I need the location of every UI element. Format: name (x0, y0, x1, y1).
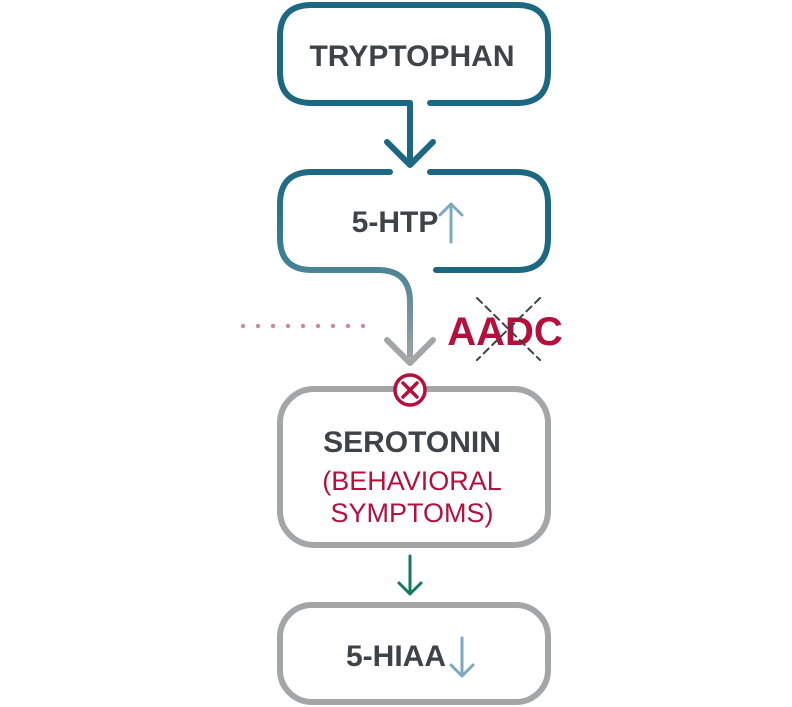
hiaa-label: 5-HIAA (346, 640, 446, 673)
htp-box (277, 169, 413, 358)
down-arrow-icon (449, 636, 475, 678)
serotonin-label: SEROTONIN (323, 426, 501, 459)
blocked-circle-icon (393, 373, 427, 407)
dotted-connector (240, 323, 366, 329)
up-arrow-icon (438, 202, 464, 244)
arrow-tryptophan-to-htp (384, 100, 436, 168)
arrow-htp-to-serotonin (384, 337, 436, 366)
htp-label: 5-HTP (352, 206, 439, 239)
tryptophan-label: TRYPTOPHAN (309, 40, 514, 73)
hiaa-box (277, 602, 551, 705)
serotonin-note-line1: (BEHAVIORAL (322, 466, 502, 496)
htp-box-right (427, 169, 551, 273)
tryptophan-box (277, 2, 551, 106)
blocked-cross-icon (476, 297, 541, 361)
down-arrow-green-icon (397, 554, 423, 596)
serotonin-note-line2: SYMPTOMS) (330, 498, 493, 528)
